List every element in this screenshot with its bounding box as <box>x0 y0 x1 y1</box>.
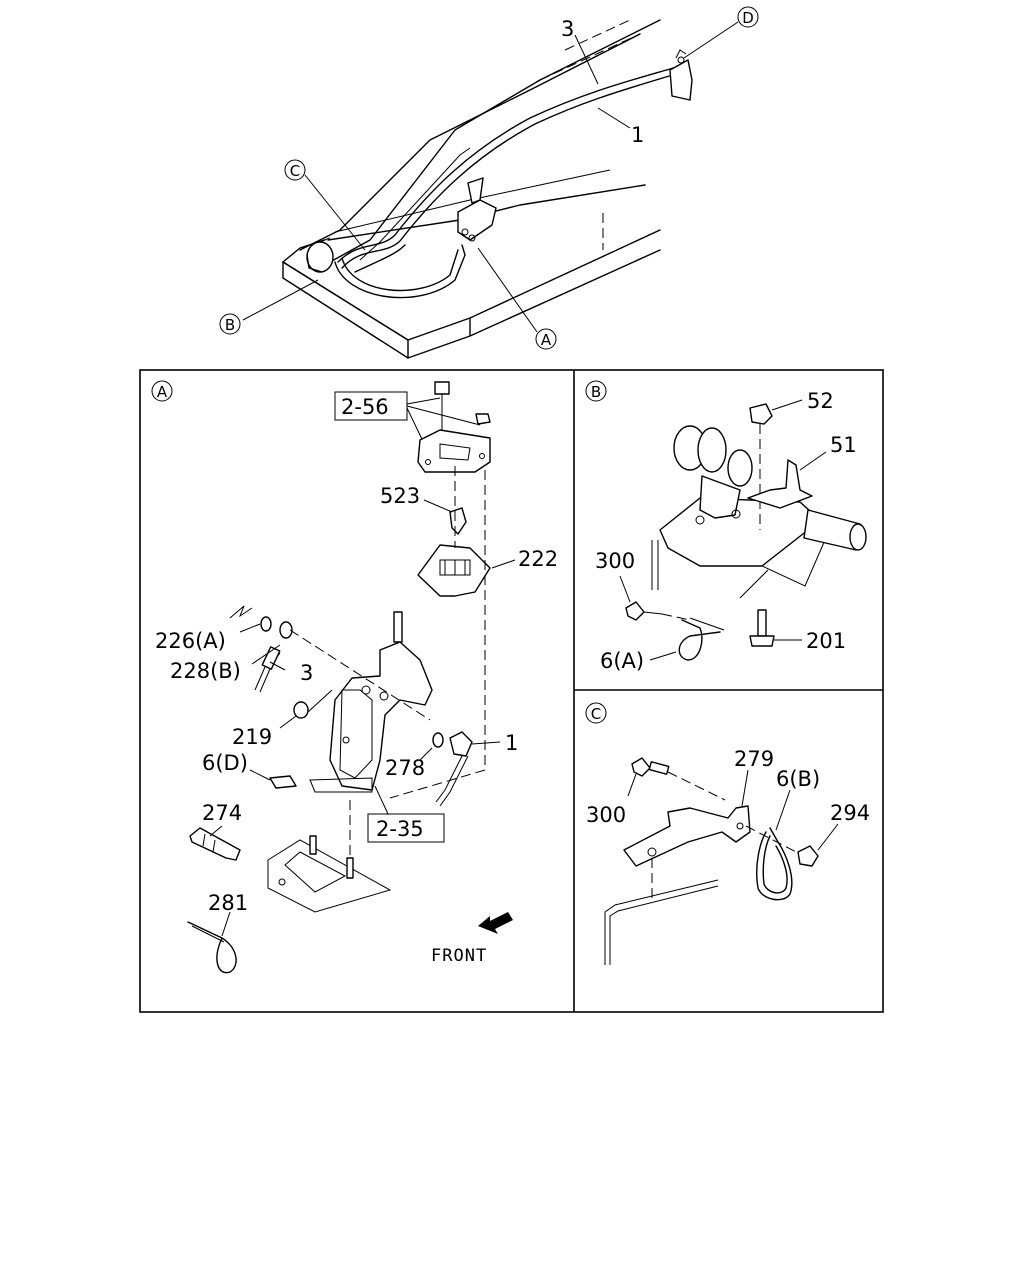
top-bolt <box>434 381 491 435</box>
detail-c-header: C <box>591 705 601 723</box>
detail-a-panel: A 2-56 523 <box>151 380 558 974</box>
shift-lever-assembly <box>457 177 497 242</box>
detail-frames <box>139 369 884 1013</box>
callout-b-label: B <box>225 316 235 334</box>
part-label-294: 294 <box>830 801 870 825</box>
detail-b-header: B <box>591 383 601 401</box>
cable-1-end: 278 1 <box>385 731 518 807</box>
callout-c-label: C <box>290 162 300 180</box>
side-cylinder <box>803 509 867 551</box>
part-label-278: 278 <box>385 756 425 780</box>
boot-222: 222 <box>417 544 558 597</box>
nut-294: 294 <box>797 801 870 867</box>
clip-6d: 6(D) <box>202 751 297 789</box>
callout-c: C <box>284 159 306 181</box>
floor-plate <box>267 835 392 913</box>
bolt-300-c: 300 <box>586 757 726 827</box>
overview-leaders <box>242 21 739 333</box>
bolt-201: 201 <box>749 609 846 653</box>
ref-2-56: 2-56 <box>341 395 389 419</box>
part-label-6a: 6(A) <box>600 649 644 673</box>
mount-bracket <box>651 497 826 599</box>
part-label-228b: 228(B) <box>170 659 241 683</box>
callout-a: A <box>535 328 557 350</box>
drum-pulley <box>673 425 753 525</box>
part-label-300-b: 300 <box>595 549 635 573</box>
part-label-523: 523 <box>380 484 420 508</box>
detail-b-panel: B 52 <box>585 380 867 673</box>
part-label-279: 279 <box>734 747 774 771</box>
detail-c-panel: C 279 300 6(B) <box>585 702 870 965</box>
part-label-6d: 6(D) <box>202 751 248 775</box>
top-bracket <box>417 429 491 473</box>
bracket-279: 279 <box>623 747 774 898</box>
part-label-6b: 6(B) <box>776 767 820 791</box>
part-label-1: 1 <box>505 731 518 755</box>
overview-illustration: D C B A 3 1 <box>219 6 759 359</box>
stud-bracket-51: 51 <box>747 433 857 509</box>
part-label-219: 219 <box>232 725 272 749</box>
part-label-274: 274 <box>202 801 242 825</box>
clip-6b: 6(B) <box>745 767 820 901</box>
part-label-226a: 226(A) <box>155 629 226 653</box>
callout-d-label: D <box>742 9 754 27</box>
callout-b: B <box>219 313 241 335</box>
part-label-1-overview: 1 <box>631 123 644 147</box>
part-label-3: 3 <box>300 661 313 685</box>
component-b-drum <box>306 241 334 273</box>
shift-cables <box>334 65 683 299</box>
detail-a-header: A <box>157 383 168 401</box>
part-label-300-c: 300 <box>586 803 626 827</box>
connector-274: 274 <box>189 801 242 861</box>
part-label-201: 201 <box>806 629 846 653</box>
front-label: FRONT <box>431 946 487 966</box>
callout-d: D <box>737 6 759 28</box>
nut-219: 219 <box>232 689 333 749</box>
nut-52: 52 <box>749 389 834 530</box>
ref-2-35: 2-35 <box>376 817 424 841</box>
bolt-300-b: 300 <box>595 549 691 621</box>
frame-edge-c <box>604 879 719 965</box>
shift-lever-bracket <box>309 611 433 793</box>
part-label-51: 51 <box>830 433 857 457</box>
bracket-d <box>669 49 693 101</box>
front-arrow: FRONT <box>431 912 513 966</box>
part-label-222: 222 <box>518 547 558 571</box>
cable-tie-281: 281 <box>187 891 248 974</box>
callout-a-label: A <box>541 331 552 349</box>
part-label-3-overview: 3 <box>561 17 574 41</box>
part-label-281: 281 <box>208 891 248 915</box>
cable-3-end: 226(A) 228(B) 3 <box>155 605 431 721</box>
part-label-52: 52 <box>807 389 834 413</box>
plug-523: 523 <box>380 484 467 535</box>
clip-6a: 6(A) <box>600 617 725 673</box>
